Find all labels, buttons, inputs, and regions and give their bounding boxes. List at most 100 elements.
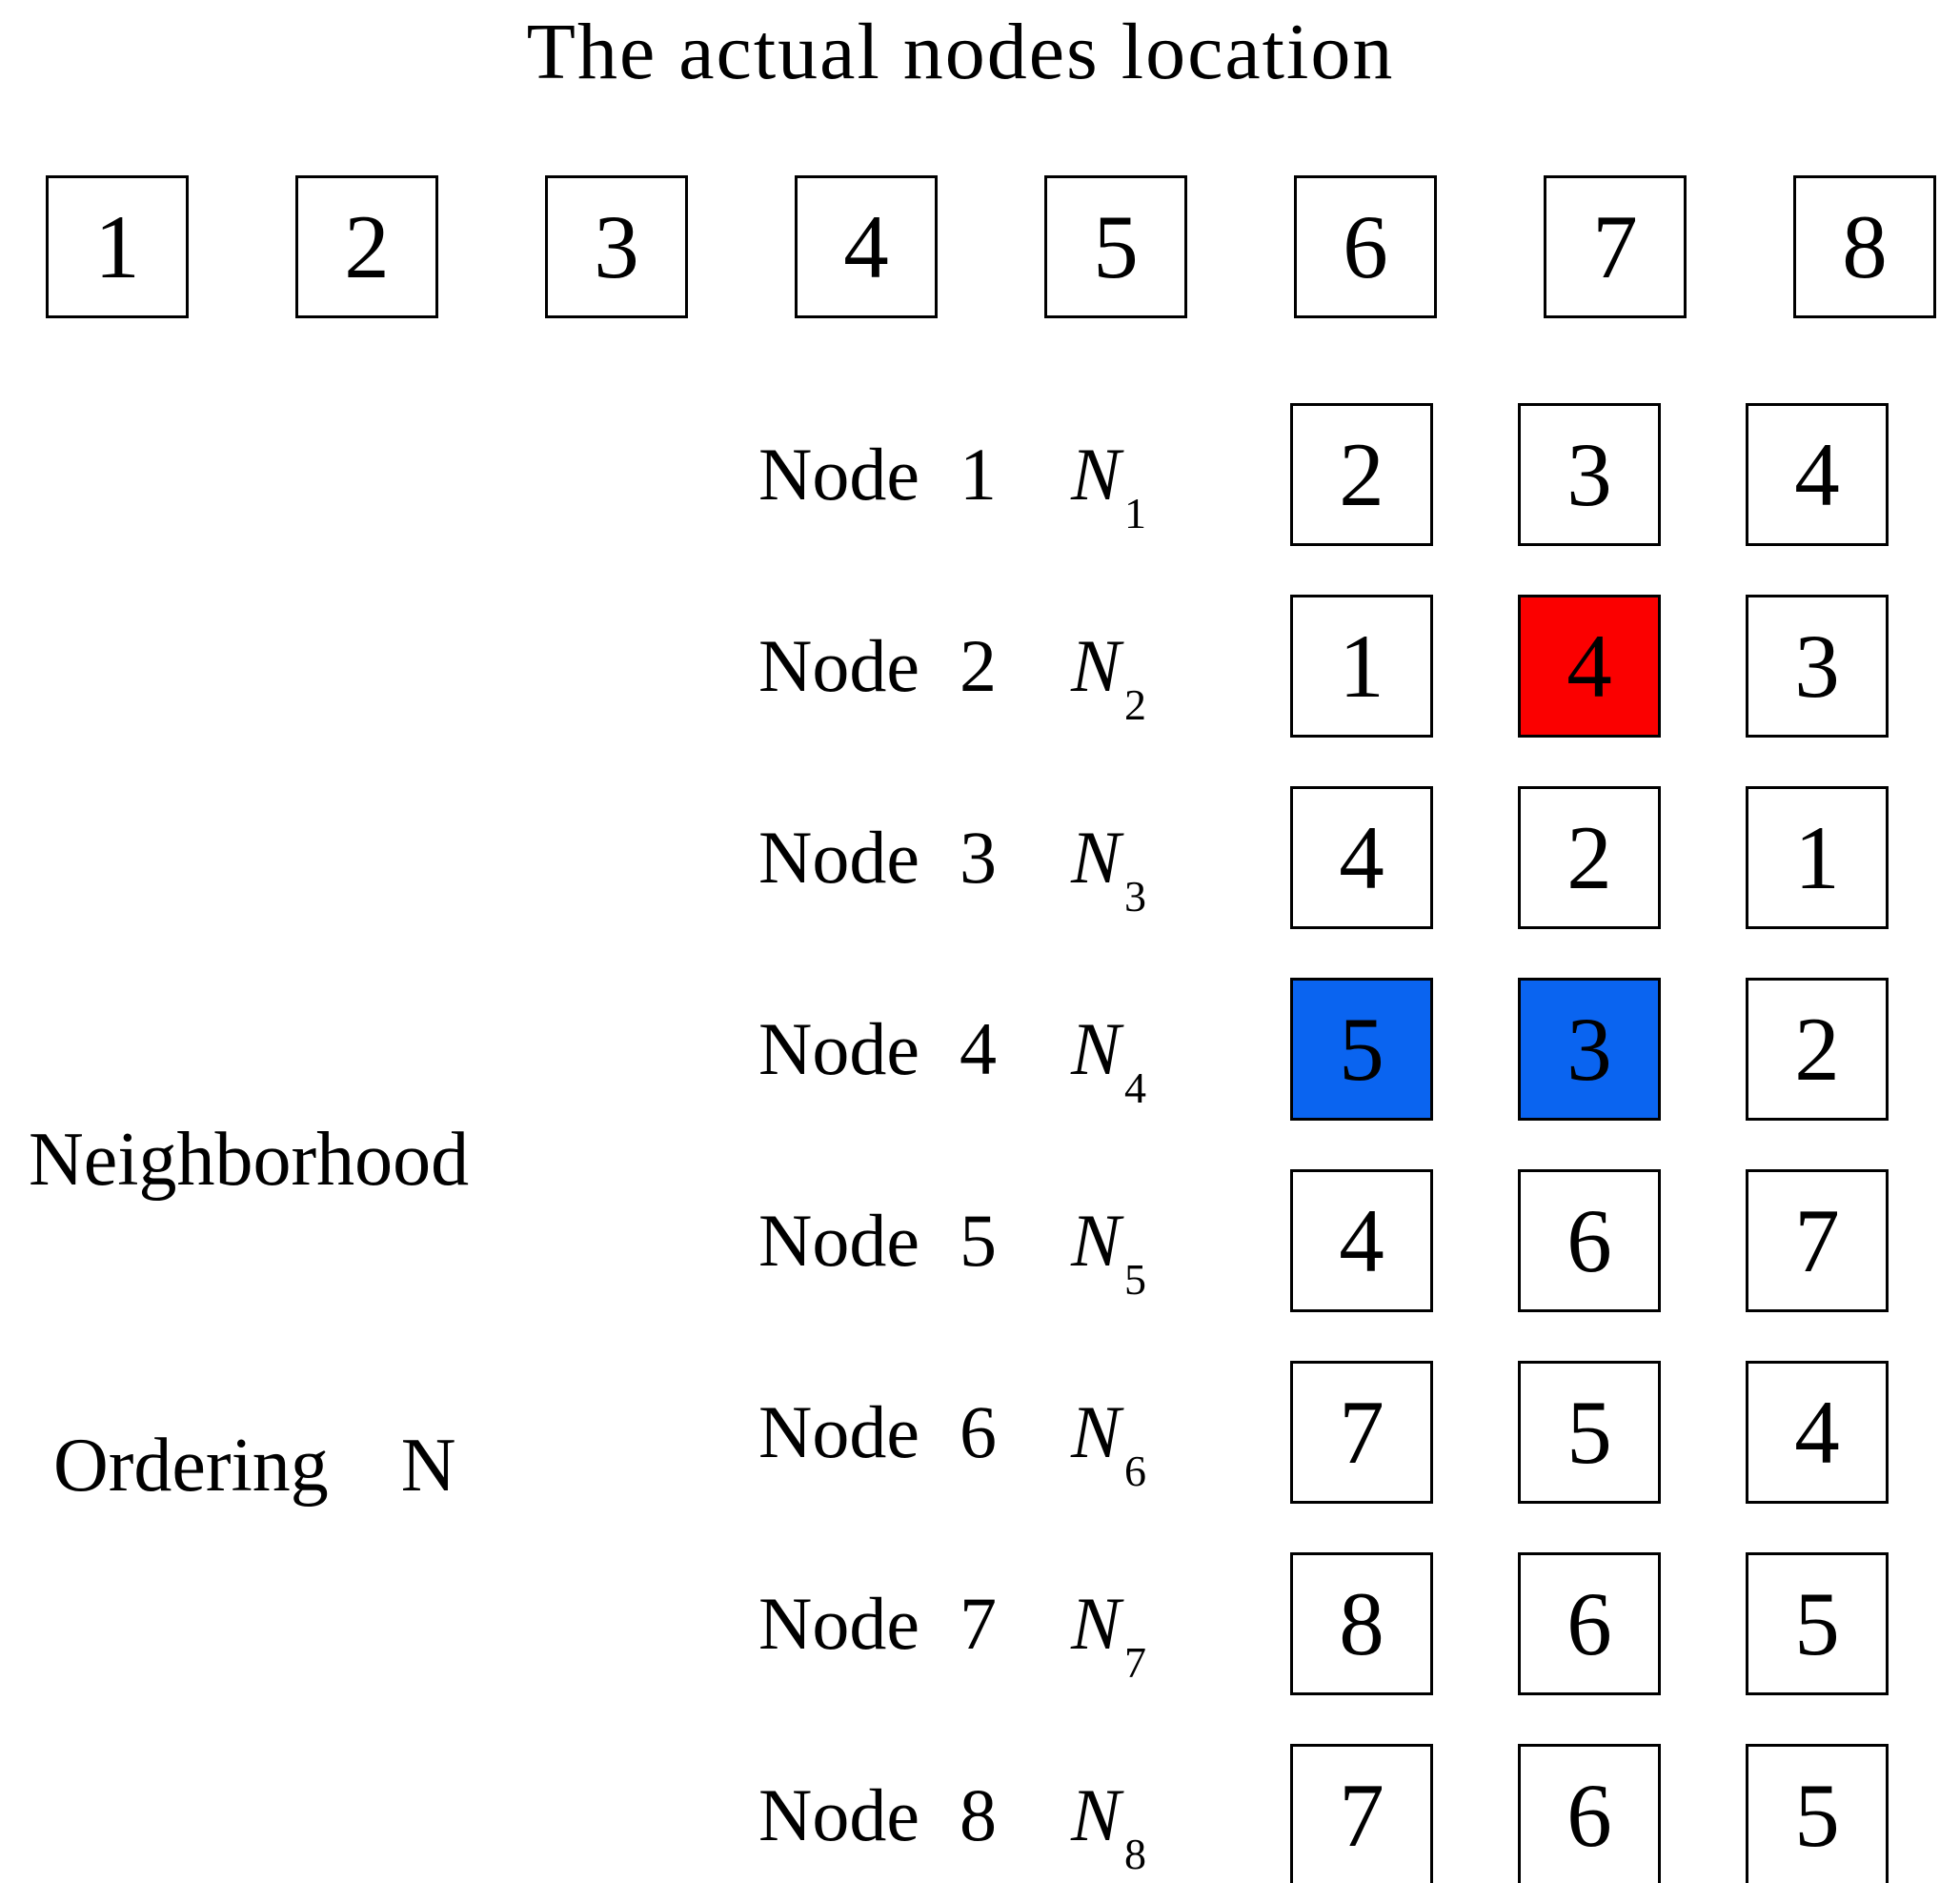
node-symbol: N2 [1070,623,1146,727]
location-number: 8 [1842,196,1888,297]
cell-value: 7 [1339,1382,1384,1483]
cell-value: 5 [1339,999,1384,1100]
node-symbol: N1 [1071,432,1146,536]
node-number: 8 [959,1773,997,1856]
location-number: 4 [843,196,889,297]
location-box-6: 6 [1294,175,1437,318]
symbol-letter: N [1070,1007,1121,1090]
grid-cell-highlighted-red: 4 [1518,595,1661,738]
symbol-subscript: 8 [1123,1830,1146,1878]
grid-cell: 3 [1746,595,1889,738]
symbol-subscript: 7 [1123,1638,1146,1687]
cell-value: 3 [1566,424,1612,525]
node-word: Node [758,624,919,707]
symbol-subscript: 2 [1123,680,1146,729]
grid-cell: 4 [1746,403,1889,546]
diagram-title: The actual nodes location [526,8,1395,96]
location-box-8: 8 [1793,175,1936,318]
grid-cell: 8 [1290,1552,1433,1695]
cell-value: 6 [1566,1765,1612,1866]
grid-cell: 5 [1518,1361,1661,1504]
node-number: 7 [959,1582,997,1665]
cell-value: 1 [1339,616,1384,717]
symbol-letter: N [1070,1199,1121,1282]
location-number: 7 [1592,196,1638,297]
node-word: Node [758,1773,919,1856]
node-number: 1 [959,433,997,516]
cell-value: 5 [1794,1573,1840,1674]
grid-cell: 5 [1746,1552,1889,1695]
location-box-4: 4 [795,175,938,318]
cell-value: 2 [1566,807,1612,908]
symbol-subscript: 1 [1123,489,1146,537]
symbol-letter: N [1070,1390,1121,1473]
cell-value: 4 [1339,1190,1384,1291]
grid-cell: 1 [1746,786,1889,929]
grid-cell: 6 [1518,1552,1661,1695]
symbol-letter: N [1070,624,1121,707]
grid-cell: 4 [1746,1361,1889,1504]
grid-cell: 2 [1290,403,1433,546]
location-number: 6 [1343,196,1388,297]
node-word: Node [758,1007,919,1090]
node-row-label-3: Node 3 N3 [758,786,1197,929]
node-row-label-5: Node 5 N5 [758,1169,1197,1312]
location-box-2: 2 [295,175,438,318]
symbol-letter: N [1070,1582,1121,1665]
grid-cell: 7 [1290,1744,1433,1883]
location-number: 5 [1093,196,1139,297]
location-box-5: 5 [1044,175,1187,318]
cell-value: 2 [1339,424,1384,525]
location-box-1: 1 [46,175,189,318]
node-number: 5 [959,1199,997,1282]
grid-cell: 6 [1518,1169,1661,1312]
node-number: 4 [959,1007,997,1090]
cell-value: 6 [1566,1573,1612,1674]
side-label-line1: Neighborhood [29,1118,470,1202]
location-number: 1 [94,196,140,297]
location-number: 3 [594,196,639,297]
location-box-7: 7 [1544,175,1687,318]
cell-value: 3 [1794,616,1840,717]
node-symbol: N5 [1070,1198,1146,1302]
cell-value: 5 [1566,1382,1612,1483]
symbol-subscript: 5 [1123,1255,1146,1304]
grid-cell: 7 [1746,1169,1889,1312]
node-symbol: N4 [1070,1006,1146,1110]
node-symbol: N8 [1071,1772,1146,1876]
node-symbol: N3 [1071,815,1146,919]
node-word: Node [758,1390,919,1473]
node-word: Node [758,1582,919,1665]
grid-cell: 2 [1518,786,1661,929]
cell-value: 6 [1566,1190,1612,1291]
node-word: Node [758,816,919,899]
cell-value: 2 [1794,999,1840,1100]
grid-cell-highlighted-blue: 3 [1518,978,1661,1121]
side-label-word: Ordering [53,1424,329,1508]
symbol-subscript: 4 [1123,1063,1146,1112]
cell-value: 8 [1339,1573,1384,1674]
node-row-label-6: Node 6 N6 [758,1361,1197,1504]
node-symbol: N7 [1070,1581,1146,1685]
grid-cell-highlighted-blue: 5 [1290,978,1433,1121]
location-number: 2 [344,196,390,297]
node-row-label-2: Node 2 N2 [758,595,1197,738]
node-row-label-4: Node 4 N4 [758,978,1197,1121]
cell-value: 1 [1794,807,1840,908]
node-row-label-1: Node 1 N1 [758,403,1197,546]
cell-value: 4 [1566,616,1612,717]
grid-cell: 6 [1518,1744,1661,1883]
grid-cell: 3 [1518,403,1661,546]
grid-cell: 1 [1290,595,1433,738]
cell-value: 4 [1339,807,1384,908]
node-number: 2 [959,624,997,707]
cell-value: 4 [1794,1382,1840,1483]
grid-cell: 4 [1290,786,1433,929]
grid-cell: 4 [1290,1169,1433,1312]
cell-value: 4 [1794,424,1840,525]
node-symbol: N6 [1070,1389,1146,1493]
node-number: 6 [959,1390,997,1473]
